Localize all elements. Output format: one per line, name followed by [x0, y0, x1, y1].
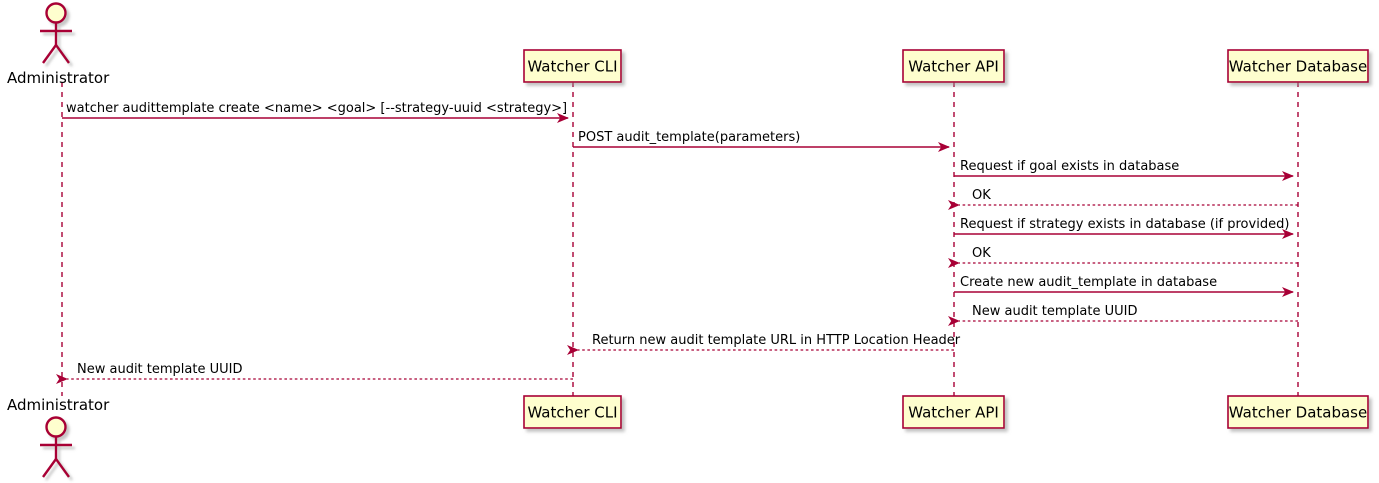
- participant-watcher-cli-bottom[interactable]: Watcher CLI: [523, 395, 622, 429]
- participant-box-watcher-api-bottom[interactable]: [902, 395, 1005, 429]
- message-label-10: New audit template UUID: [77, 362, 242, 377]
- participant-label-administrator-top: Administrator: [7, 69, 110, 87]
- participant-box-watcher-database-bottom[interactable]: [1227, 395, 1369, 429]
- participant-watcher-cli-top[interactable]: Watcher CLI: [523, 49, 622, 83]
- participant-label-watcher-cli-bottom: Watcher CLI: [527, 404, 617, 422]
- message-5[interactable]: Request if strategy exists in database (…: [954, 217, 1294, 239]
- message-1[interactable]: watcher audittemplate create <name> <goa…: [62, 101, 569, 123]
- message-label-5: Request if strategy exists in database (…: [960, 217, 1289, 232]
- participant-box-watcher-cli-bottom[interactable]: [523, 395, 622, 429]
- participant-label-watcher-cli-top: Watcher CLI: [527, 58, 617, 76]
- actor-figure-icon: [40, 2, 72, 64]
- participant-administrator-top[interactable]: Administrator: [7, 2, 110, 88]
- participant-watcher-api-bottom[interactable]: Watcher API: [902, 395, 1005, 429]
- message-7[interactable]: Create new audit_template in database: [954, 275, 1294, 297]
- participant-label-watcher-database-bottom: Watcher Database: [1229, 404, 1367, 422]
- message-6[interactable]: OK: [948, 246, 1298, 268]
- participant-watcher-database-bottom[interactable]: Watcher Database: [1227, 395, 1369, 429]
- participant-administrator-bottom[interactable]: Administrator: [7, 396, 110, 478]
- participant-label-watcher-api-bottom: Watcher API: [908, 404, 999, 422]
- message-label-3: Request if goal exists in database: [960, 159, 1179, 174]
- participant-box-watcher-api-top[interactable]: [902, 49, 1005, 83]
- actor-figure-icon-bottom: [40, 416, 72, 478]
- message-2[interactable]: POST audit_template(parameters): [573, 130, 950, 152]
- message-label-9: Return new audit template URL in HTTP Lo…: [592, 333, 961, 348]
- message-label-2: POST audit_template(parameters): [578, 130, 800, 145]
- messages-group: watcher audittemplate create <name> <goa…: [56, 101, 1298, 384]
- message-8[interactable]: New audit template UUID: [948, 304, 1298, 326]
- message-10[interactable]: New audit template UUID: [56, 362, 573, 384]
- participant-box-watcher-database-top[interactable]: [1227, 49, 1369, 83]
- participant-label-watcher-api-top: Watcher API: [908, 58, 999, 76]
- message-label-4: OK: [972, 188, 991, 203]
- message-4[interactable]: OK: [948, 188, 1298, 210]
- message-label-6: OK: [972, 246, 991, 261]
- participant-watcher-database-top[interactable]: Watcher Database: [1227, 49, 1369, 83]
- message-9[interactable]: Return new audit template URL in HTTP Lo…: [567, 333, 961, 355]
- participant-watcher-api-top[interactable]: Watcher API: [902, 49, 1005, 83]
- participant-box-watcher-cli-top[interactable]: [523, 49, 622, 83]
- message-label-8: New audit template UUID: [972, 304, 1137, 319]
- message-label-7: Create new audit_template in database: [960, 275, 1217, 290]
- message-label-1: watcher audittemplate create <name> <goa…: [66, 101, 567, 116]
- lifelines-group: [61, 82, 1299, 396]
- message-3[interactable]: Request if goal exists in database: [954, 159, 1294, 181]
- participant-label-watcher-database-top: Watcher Database: [1229, 58, 1367, 76]
- participant-label-administrator-bottom: Administrator: [7, 396, 110, 414]
